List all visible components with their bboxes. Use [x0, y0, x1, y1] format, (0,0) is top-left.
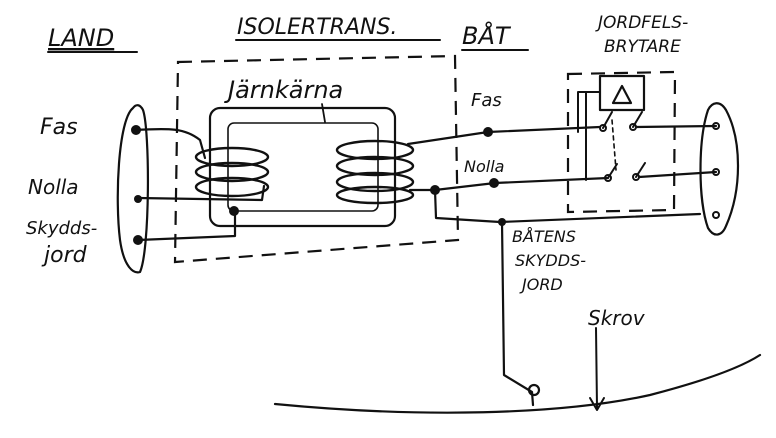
boat-terminal-nolla [489, 178, 499, 188]
wire-land-nolla [136, 184, 266, 202]
hull-line [273, 353, 762, 414]
core-ground-terminal [229, 206, 239, 216]
skrov-arrowhead [589, 397, 605, 411]
transformer-enclosure [173, 54, 460, 264]
boat-terminal-fas [483, 127, 493, 137]
secondary-coil [335, 139, 415, 205]
label-batens-1: BÅTENS [512, 227, 576, 246]
label-fas-boat: Fas [471, 90, 502, 111]
land-plug-outline [116, 104, 150, 274]
label-jarnkarna: Järnkärna [224, 76, 343, 104]
label-nolla-land: Nolla [28, 175, 79, 199]
wire-land-fas [133, 127, 207, 160]
label-land: LAND [48, 24, 114, 52]
wire-breaker-out-nolla [637, 170, 718, 179]
breaker-contacts [599, 111, 646, 182]
label-skyddsjord-land-1: Skydds- [26, 218, 97, 239]
label-fas-land: Fas [40, 115, 78, 140]
wire-boat-skyddsjord [433, 188, 702, 224]
outlet-pin-nolla [712, 168, 720, 176]
boat-outlet-outline [699, 102, 740, 236]
wire-boat-fas [406, 125, 602, 146]
iron-core-outer [208, 106, 397, 228]
breaker-sensor-box [598, 74, 646, 112]
wire-land-skyddsjord [136, 209, 237, 242]
breaker-enclosure [566, 70, 677, 214]
breaker-coil-wires [577, 91, 601, 181]
primary-coil [194, 146, 270, 198]
wire-boat-nolla [408, 176, 610, 192]
outlet-pin-fas [712, 122, 720, 130]
label-bat: BÅT [462, 21, 512, 50]
label-batens-3: JORD [519, 275, 563, 294]
label-skyddsjord-land-2: jord [41, 243, 88, 268]
wire-earth-to-hull [500, 220, 535, 407]
label-jordfels-line1: JORDFELS- [595, 13, 688, 33]
iron-core-pointer [321, 103, 326, 123]
label-jordfels-line2: BRYTARE [604, 37, 681, 57]
iron-core-inner [227, 122, 379, 212]
outlet-pin-jord [712, 211, 720, 219]
land-terminal-skyddsjord [133, 235, 143, 245]
delta-icon [611, 84, 633, 105]
label-isolertrans: ISOLERTRANS. [237, 15, 397, 40]
label-nolla-boat: Nolla [464, 157, 504, 176]
wire-breaker-out-fas [634, 124, 718, 129]
label-batens-2: SKYDDS- [515, 251, 586, 270]
hull-ground-terminal [527, 383, 541, 397]
skrov-pointer [595, 327, 598, 409]
label-skrov: Skrov [588, 306, 646, 330]
land-terminal-nolla [134, 195, 142, 203]
land-terminal-fas [131, 125, 141, 135]
